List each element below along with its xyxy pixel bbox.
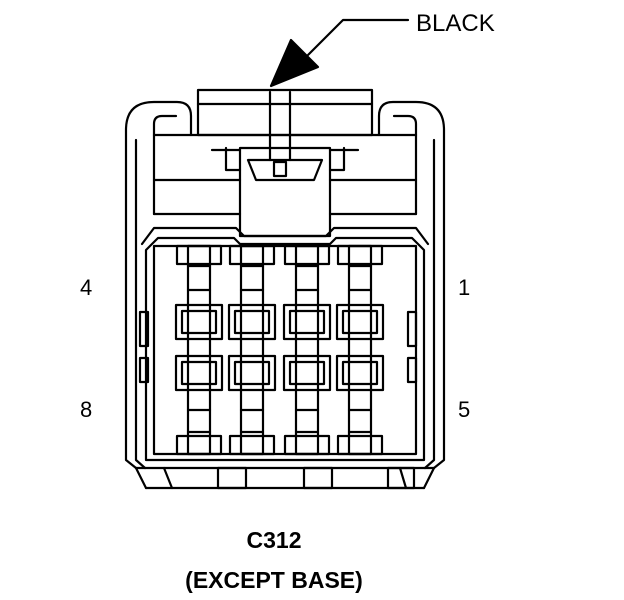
terminal-top-ear: [228, 244, 276, 266]
terminal-window-inner: [180, 360, 218, 386]
terminal-guide: [186, 244, 212, 456]
terminal-window: [227, 354, 277, 392]
pin-number-label-bottom-right: 5: [458, 397, 471, 422]
pin-number-label-top-left: 4: [80, 275, 93, 300]
terminal-window-inner: [180, 309, 218, 335]
terminal-window: [174, 303, 224, 341]
terminal-guide: [294, 244, 320, 456]
terminal-window: [282, 354, 332, 392]
terminal-array: [174, 244, 385, 456]
terminal-window: [282, 303, 332, 341]
terminal-guide: [347, 244, 373, 456]
connector-id: C312: [246, 527, 302, 553]
terminal-window: [335, 354, 385, 392]
terminal-top-ear: [283, 244, 331, 266]
terminal-window: [174, 354, 224, 392]
terminal-window: [335, 303, 385, 341]
terminal-window-inner: [288, 360, 326, 386]
terminal-window-inner: [288, 309, 326, 335]
terminal-bottom-ear: [175, 434, 223, 456]
terminal-window-inner: [233, 360, 271, 386]
terminal-bottom-ear: [228, 434, 276, 456]
latch: [196, 88, 374, 238]
terminal-top-ear: [336, 244, 384, 266]
terminal-window-inner: [341, 360, 379, 386]
leader-arrow: [269, 18, 410, 88]
terminal-top-ear: [175, 244, 223, 266]
connector-note: (EXCEPT BASE): [185, 567, 363, 593]
pin-cavity: [138, 226, 430, 490]
terminal-bottom-ear: [283, 434, 331, 456]
wire-color-label: BLACK: [416, 10, 495, 37]
pin-number-label-top-right: 1: [458, 275, 471, 300]
terminal-guide: [239, 244, 265, 456]
terminal-bottom-ear: [336, 434, 384, 456]
terminal-window: [227, 303, 277, 341]
terminal-window-inner: [341, 309, 379, 335]
terminal-window-inner: [233, 309, 271, 335]
pin-number-label-bottom-left: 8: [80, 397, 93, 422]
